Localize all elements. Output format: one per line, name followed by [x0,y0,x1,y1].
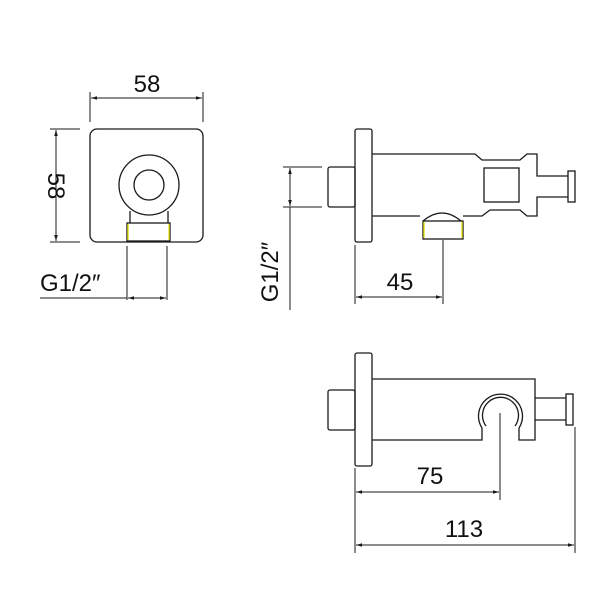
front-height-label: 58 [42,173,69,200]
bottom-view [327,352,576,553]
front-view [40,92,204,300]
total-depth-label: 113 [445,516,483,543]
holder-offset-label: 75 [417,463,444,490]
front-thread-label: G1/2″ [40,270,101,297]
front-width-label: 58 [134,71,161,98]
side-offset-label: 45 [387,269,414,296]
side-thread-label: G1/2″ [257,241,284,302]
side-view [283,128,576,310]
